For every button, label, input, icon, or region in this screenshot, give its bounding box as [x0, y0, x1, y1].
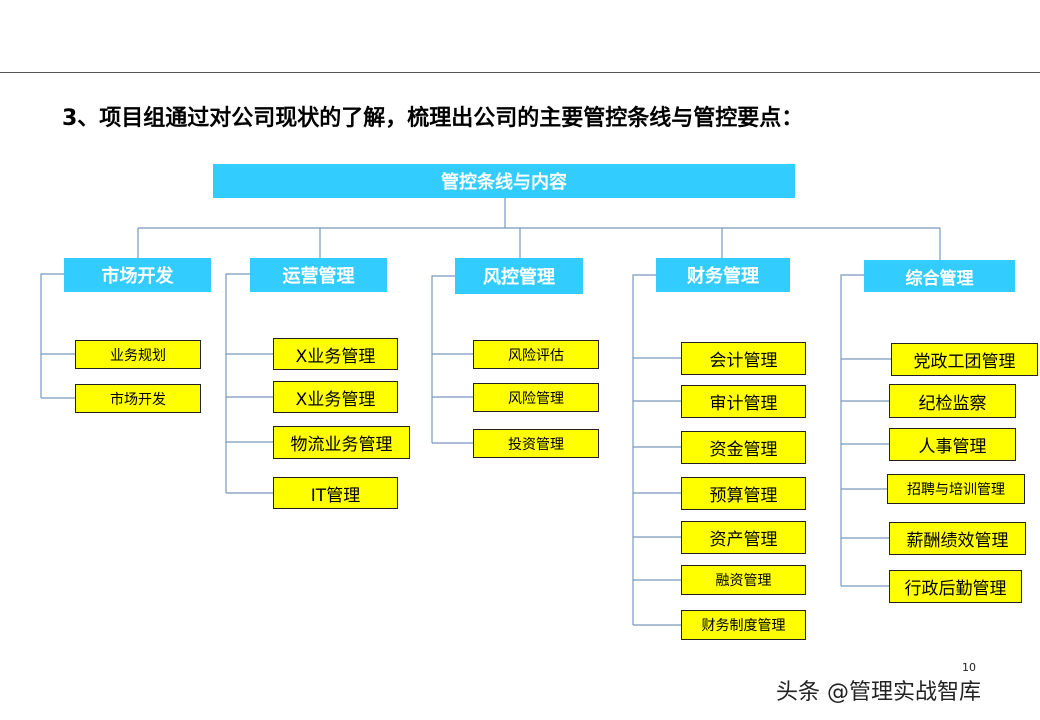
category-node: 风控管理: [455, 258, 583, 294]
item-node: 融资管理: [681, 565, 806, 595]
item-node: 人事管理: [889, 428, 1016, 461]
item-node: 风险管理: [473, 383, 599, 412]
spine-cat-0: [40, 273, 64, 398]
item-node: 预算管理: [681, 477, 806, 510]
item-node: 薪酬绩效管理: [889, 522, 1026, 555]
watermark-text: 头条 @管理实战智库: [776, 680, 981, 705]
item-node: IT管理: [273, 477, 398, 509]
spine-cat-1: [225, 273, 250, 493]
item-node: 资产管理: [681, 521, 806, 554]
item-node: 党政工团管理: [891, 343, 1038, 376]
category-node: 运营管理: [250, 258, 387, 292]
spine-cat-4: [840, 274, 864, 586]
item-node: 资金管理: [681, 431, 806, 464]
item-node: 招聘与培训管理: [887, 474, 1025, 504]
item-node: 业务规划: [75, 340, 201, 369]
spine-cat-3: [632, 274, 656, 625]
item-node: 审计管理: [681, 385, 806, 418]
slide-heading: 3、项目组通过对公司现状的了解，梳理出公司的主要管控条线与管控要点：: [62, 106, 804, 131]
top-divider: [0, 72, 1040, 73]
item-node: X业务管理: [273, 338, 398, 370]
category-node: 市场开发: [64, 258, 211, 292]
item-node: 市场开发: [75, 384, 201, 413]
category-node: 综合管理: [864, 260, 1015, 292]
item-node: 物流业务管理: [273, 426, 410, 459]
item-node: X业务管理: [273, 381, 398, 413]
item-node: 投资管理: [473, 429, 599, 458]
page-number: 10: [962, 661, 976, 674]
item-node: 行政后勤管理: [889, 570, 1022, 603]
item-node: 纪检监察: [889, 384, 1016, 418]
item-node: 财务制度管理: [681, 610, 806, 640]
spine-cat-2: [431, 275, 455, 443]
root-node: 管控条线与内容: [213, 164, 795, 198]
item-node: 会计管理: [681, 342, 806, 375]
item-node: 风险评估: [473, 340, 599, 369]
category-node: 财务管理: [656, 258, 790, 292]
